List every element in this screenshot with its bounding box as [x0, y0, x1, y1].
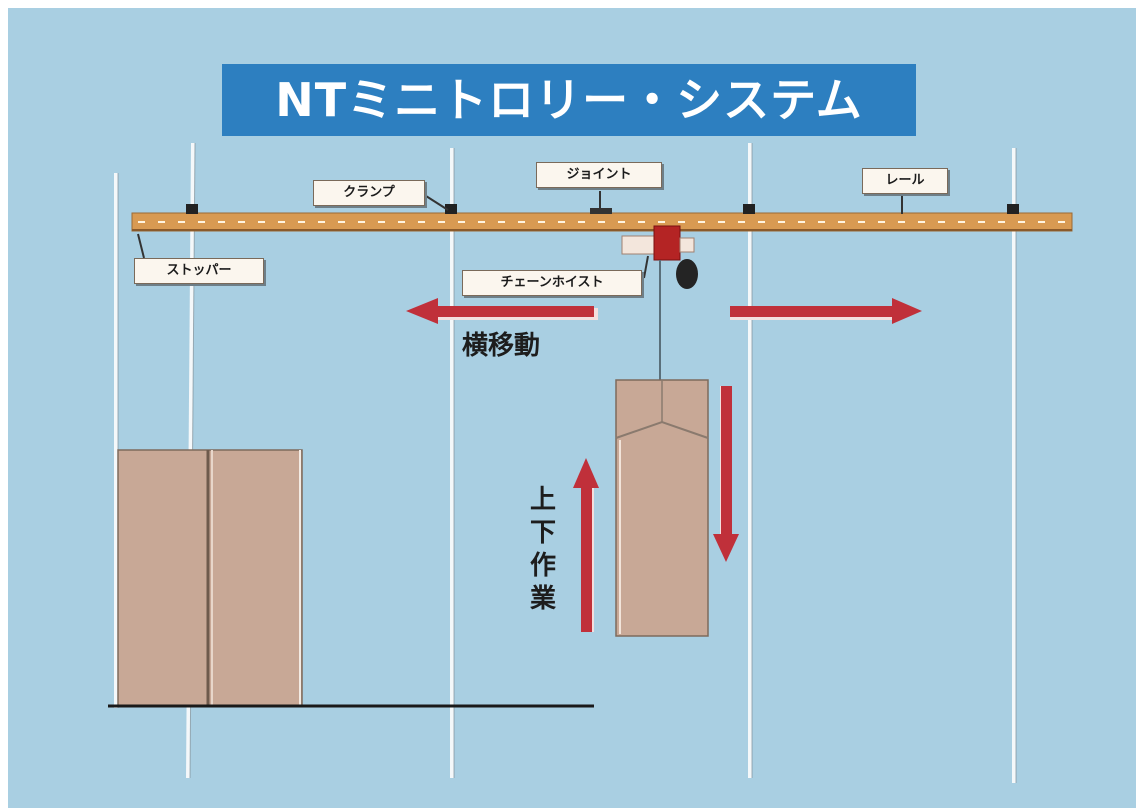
arrow-left	[406, 298, 598, 324]
arrow-down	[713, 386, 739, 562]
clamp-1	[186, 204, 198, 214]
label-stopper: ストッパー	[134, 258, 264, 284]
horizontal-movement-label: 横移動	[462, 331, 541, 361]
installed-panels	[117, 449, 303, 707]
label-rail: レール	[862, 168, 948, 194]
label-joint: ジョイント	[536, 162, 662, 188]
horizontal-arrows	[406, 298, 922, 324]
vertical-arrows	[573, 386, 739, 632]
chain-hoist	[621, 225, 698, 380]
system-diagram	[108, 142, 1073, 783]
rail	[131, 212, 1073, 232]
clamps	[186, 204, 1019, 214]
page-title: NTミニトロリー・システム	[222, 64, 916, 136]
clamp-pointer	[425, 195, 449, 211]
label-chain-hoist: チェーンホイスト	[462, 270, 642, 296]
arrow-right	[730, 298, 922, 324]
vertical-work-label: 上下作業	[529, 485, 556, 614]
joint-marker	[590, 191, 612, 214]
clamp-4	[1007, 204, 1019, 214]
diagram-canvas: NTミニトロリー・システム クランプ ジョイント レール ストッパー チェーンホ…	[8, 8, 1136, 808]
arrow-up	[573, 458, 599, 632]
label-clamp: クランプ	[313, 180, 425, 206]
clamp-3	[743, 204, 755, 214]
clamp-2	[445, 204, 457, 214]
stopper-pointer	[137, 233, 145, 259]
hanging-panel	[615, 379, 709, 637]
chain-hoist-pointer	[643, 255, 649, 279]
